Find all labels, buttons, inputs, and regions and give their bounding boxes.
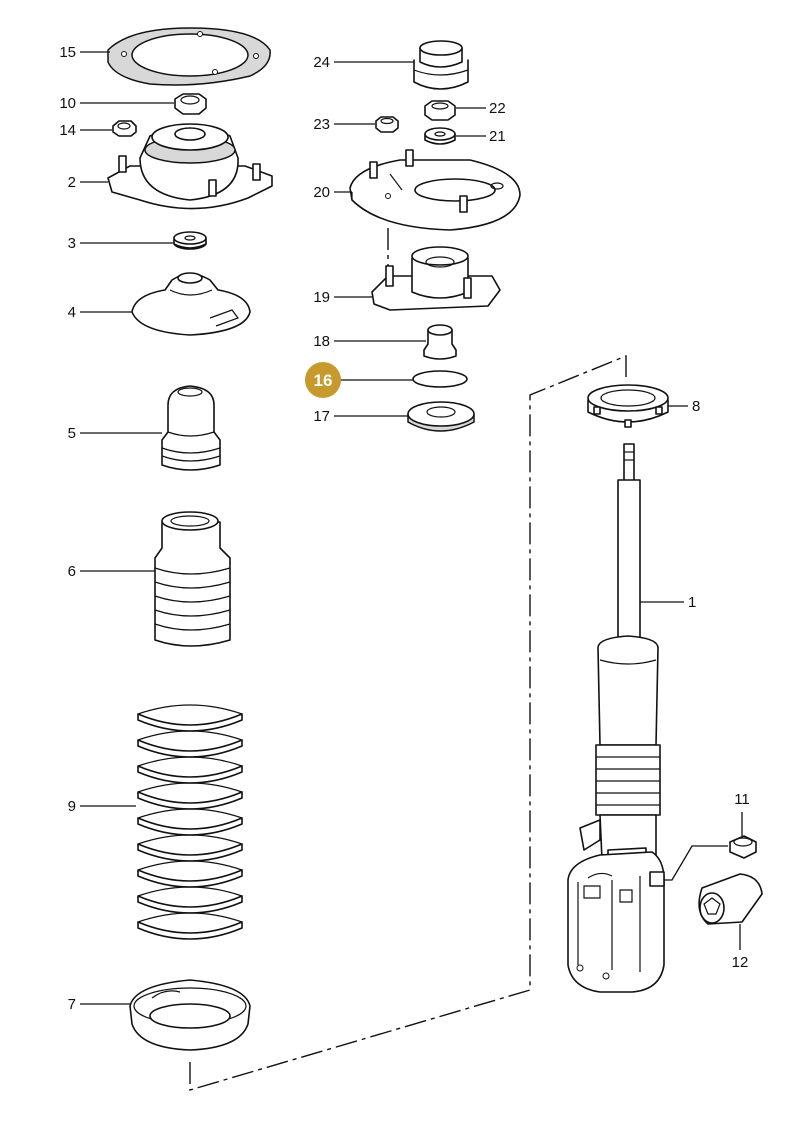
part-14-nut (112, 120, 137, 137)
part-20-mounting-plate (349, 149, 521, 231)
callout-3: 3 (68, 235, 76, 252)
part-10-nut (174, 93, 207, 115)
callout-16-highlight[interactable]: 16 (305, 362, 341, 398)
part-24-top-nut (413, 40, 469, 90)
callout-20: 20 (313, 184, 330, 201)
callout-23: 23 (313, 116, 330, 133)
callout-2: 2 (68, 174, 76, 191)
part-12-sleeve (698, 873, 763, 925)
part-21-washer (424, 127, 456, 145)
part-4-dust-cap (131, 272, 251, 336)
callout-6: 6 (68, 563, 76, 580)
callout-11: 11 (734, 791, 750, 808)
callout-leaders (80, 51, 743, 1005)
part-15-gasket (107, 27, 271, 86)
callout-22: 22 (489, 100, 506, 117)
assembly-dashed-line (189, 354, 627, 1091)
callout-12: 12 (732, 954, 749, 971)
part-7-spring-seat (129, 979, 251, 1051)
part-2-strut-mount (107, 123, 273, 210)
callout-8: 8 (692, 398, 700, 415)
callout-14: 14 (59, 122, 76, 139)
part-1-shock-absorber (567, 443, 665, 993)
part-19-bearing-mount (371, 246, 501, 311)
callout-21: 21 (489, 128, 506, 145)
part-8-slotted-ring-nut (587, 384, 669, 428)
callout-10: 10 (59, 95, 76, 112)
part-3-washer (173, 231, 207, 250)
callout-4: 4 (68, 304, 76, 321)
callout-18: 18 (313, 333, 330, 350)
callout-5: 5 (68, 425, 76, 442)
callout-15: 15 (59, 44, 76, 61)
part-9-coil-spring (137, 704, 243, 940)
part-18-bushing (423, 324, 457, 360)
part-11-clip (729, 835, 757, 859)
callout-labels: 15 10 14 2 3 4 5 6 9 7 24 22 21 23 20 19… (59, 44, 749, 1013)
callout-9: 9 (68, 798, 76, 815)
callout-19: 19 (313, 289, 330, 306)
callout-16: 16 (314, 371, 333, 390)
callout-24: 24 (313, 54, 330, 71)
callout-17: 17 (313, 408, 330, 425)
part-23-nut (375, 116, 399, 133)
part-16-o-ring (412, 370, 468, 388)
callout-1: 1 (688, 594, 696, 611)
part-5-bump-stop (161, 385, 221, 471)
part-22-nut (424, 100, 456, 121)
part-6-protective-boot (154, 511, 231, 647)
part-17-rubber-seat (407, 401, 475, 432)
leader-11-bracket (664, 845, 728, 881)
callout-7: 7 (68, 996, 76, 1013)
